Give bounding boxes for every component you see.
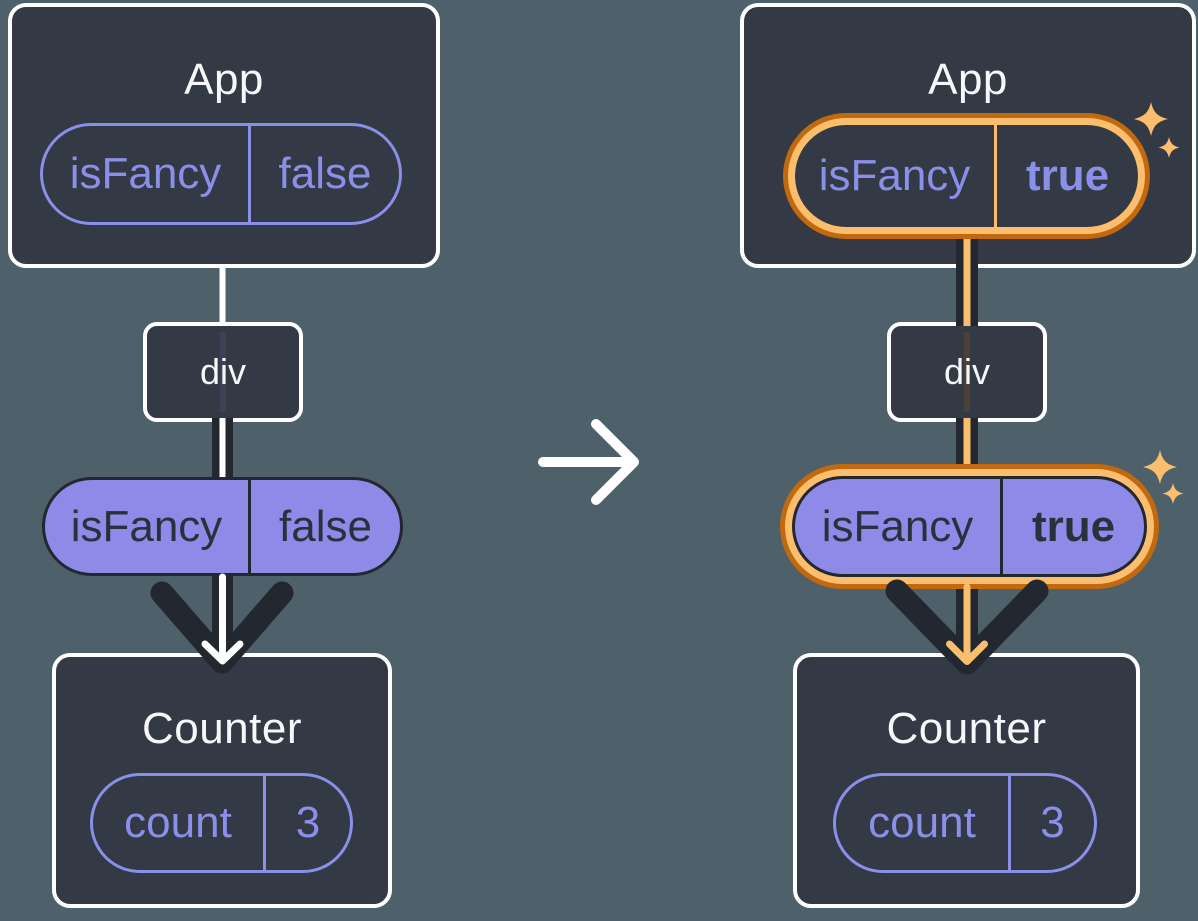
state-value: true — [1025, 151, 1110, 200]
prop-name: isFancy — [795, 479, 1003, 574]
prop-pill-right-highlighted: isFancy true — [792, 476, 1147, 577]
state-pill-app-right-highlighted: isFancy true — [795, 125, 1138, 227]
prop-value: true — [1031, 501, 1116, 551]
component-title: App — [928, 55, 1008, 104]
component-title: Counter — [141, 704, 303, 753]
prop-pill-left: isFancy false — [42, 477, 403, 576]
component-title: App — [184, 55, 264, 104]
prop-value: false — [279, 501, 372, 551]
state-pill-counter-right: count 3 — [833, 773, 1097, 873]
state-name: isFancy — [795, 125, 997, 227]
component-title: Counter — [886, 704, 1047, 753]
state-value: 3 — [295, 798, 321, 847]
state-name: isFancy — [43, 126, 251, 222]
prop-trace-line — [964, 332, 970, 412]
prop-trace-line — [220, 332, 226, 412]
state-pill-counter-left: count 3 — [90, 773, 353, 873]
state-name: count — [93, 776, 266, 870]
state-value: 3 — [1040, 798, 1065, 847]
state-name: count — [836, 776, 1011, 870]
div-node-label: div — [943, 351, 991, 392]
state-value: false — [278, 149, 372, 198]
state-pill-app-left: isFancy false — [40, 123, 402, 225]
prop-name: isFancy — [45, 480, 251, 573]
div-node-label: div — [199, 351, 247, 392]
